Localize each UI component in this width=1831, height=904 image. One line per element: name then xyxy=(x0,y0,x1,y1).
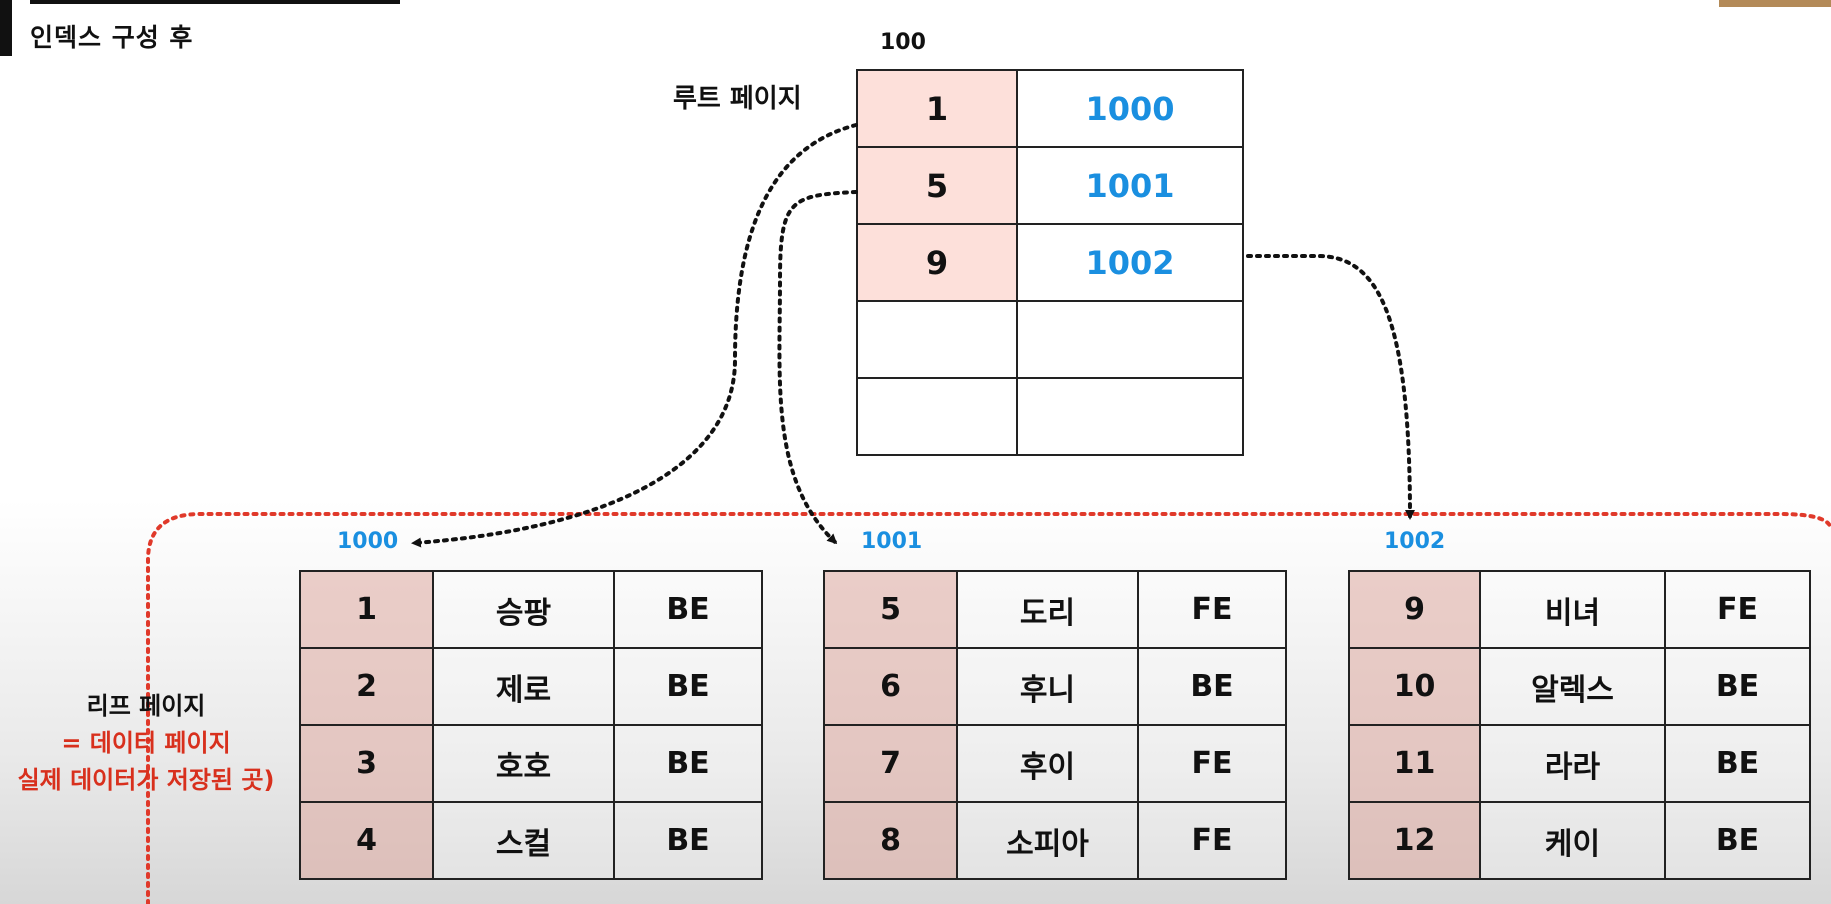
leaf-team-cell: BE xyxy=(1664,801,1811,880)
leaf-name-cell: 비녀 xyxy=(1479,570,1666,649)
leaf-name-cell: 케이 xyxy=(1479,801,1666,880)
leaf-team-cell: FE xyxy=(1137,570,1287,649)
root-row xyxy=(856,300,1244,379)
pointer-arrow-1001 xyxy=(777,190,858,545)
root-pointer-cell xyxy=(1016,377,1244,456)
leaf-key-cell: 9 xyxy=(1348,570,1481,649)
leaf-name-cell: 도리 xyxy=(956,570,1139,649)
leaf-name-cell: 호호 xyxy=(432,724,615,803)
root-key-cell xyxy=(856,377,1018,456)
leaf-name-cell: 알렉스 xyxy=(1479,647,1666,726)
leaf-region-boundary xyxy=(146,512,1831,904)
leaf-team-cell: BE xyxy=(613,801,763,880)
root-row: 5 1001 xyxy=(856,146,1244,225)
leaf-caption-description: 실제 데이터가 저장된 곳) xyxy=(17,766,275,794)
leaf-page-number-1000: 1000 xyxy=(337,529,399,554)
leaf-page-table-1000: 1 승팡 BE 2 제로 BE 3 호호 BE 4 스컬 BE xyxy=(299,570,763,880)
leaf-key-cell: 6 xyxy=(823,647,958,726)
corner-thumbnail xyxy=(1719,0,1831,7)
leaf-name-cell: 스컬 xyxy=(432,801,615,880)
table-row: 2 제로 BE xyxy=(299,647,763,726)
root-row: 1 1000 xyxy=(856,69,1244,148)
leaf-name-cell: 후니 xyxy=(956,647,1139,726)
table-row: 7 후이 FE xyxy=(823,724,1287,803)
leaf-key-cell: 5 xyxy=(823,570,958,649)
leaf-key-cell: 2 xyxy=(299,647,434,726)
leaf-key-cell: 4 xyxy=(299,801,434,880)
root-key-cell: 5 xyxy=(856,146,1018,225)
leaf-team-cell: BE xyxy=(1664,647,1811,726)
leaf-team-cell: FE xyxy=(1137,724,1287,803)
root-page-label: 루트 페이지 xyxy=(673,84,802,114)
root-pointer-cell: 1002 xyxy=(1016,223,1244,302)
leaf-team-cell: BE xyxy=(1137,647,1287,726)
leaf-team-cell: BE xyxy=(613,724,763,803)
title-remnant xyxy=(30,0,400,4)
leaf-caption-equals: = 데이터 페이지 xyxy=(61,729,231,757)
leaf-caption-title: 리프 페이지 xyxy=(86,692,206,720)
leaf-key-cell: 10 xyxy=(1348,647,1481,726)
table-row: 3 호호 BE xyxy=(299,724,763,803)
table-row: 8 소피아 FE xyxy=(823,801,1287,880)
leaf-page-table-1001: 5 도리 FE 6 후니 BE 7 후이 FE 8 소피아 FE xyxy=(823,570,1287,880)
table-row: 6 후니 BE xyxy=(823,647,1287,726)
table-row: 5 도리 FE xyxy=(823,570,1287,649)
leaf-key-cell: 11 xyxy=(1348,724,1481,803)
leaf-key-cell: 1 xyxy=(299,570,434,649)
leaf-name-cell: 후이 xyxy=(956,724,1139,803)
leaf-team-cell: BE xyxy=(613,647,763,726)
root-key-cell: 1 xyxy=(856,69,1018,148)
root-key-cell: 9 xyxy=(856,223,1018,302)
root-pointer-cell: 1001 xyxy=(1016,146,1244,225)
leaf-team-cell: FE xyxy=(1137,801,1287,880)
root-row: 9 1002 xyxy=(856,223,1244,302)
leaf-page-number-1002: 1002 xyxy=(1384,529,1446,554)
leaf-page-table-1002: 9 비녀 FE 10 알렉스 BE 11 라라 BE 12 케이 BE xyxy=(1348,570,1811,880)
leaf-key-cell: 8 xyxy=(823,801,958,880)
root-key-cell xyxy=(856,300,1018,379)
table-row: 11 라라 BE xyxy=(1348,724,1811,803)
pointer-arrow-1002 xyxy=(1246,254,1415,520)
table-row: 4 스컬 BE xyxy=(299,801,763,880)
leaf-team-cell: BE xyxy=(1664,724,1811,803)
leaf-key-cell: 3 xyxy=(299,724,434,803)
leaf-name-cell: 제로 xyxy=(432,647,615,726)
pointer-arrow-1000 xyxy=(411,123,858,548)
title-accent-bar xyxy=(0,0,12,56)
table-row: 1 승팡 BE xyxy=(299,570,763,649)
table-row: 9 비녀 FE xyxy=(1348,570,1811,649)
leaf-page-caption: 리프 페이지 = 데이터 페이지 실제 데이터가 저장된 곳) xyxy=(0,688,292,799)
leaf-name-cell: 라라 xyxy=(1479,724,1666,803)
leaf-page-number-1001: 1001 xyxy=(861,529,923,554)
table-row: 10 알렉스 BE xyxy=(1348,647,1811,726)
leaf-key-cell: 12 xyxy=(1348,801,1481,880)
leaf-team-cell: BE xyxy=(613,570,763,649)
leaf-name-cell: 소피아 xyxy=(956,801,1139,880)
root-page-number: 100 xyxy=(880,30,926,55)
table-row: 12 케이 BE xyxy=(1348,801,1811,880)
root-row xyxy=(856,377,1244,456)
root-pointer-cell: 1000 xyxy=(1016,69,1244,148)
leaf-team-cell: FE xyxy=(1664,570,1811,649)
leaf-key-cell: 7 xyxy=(823,724,958,803)
root-pointer-cell xyxy=(1016,300,1244,379)
leaf-name-cell: 승팡 xyxy=(432,570,615,649)
slide-subtitle: 인덱스 구성 후 xyxy=(30,23,194,52)
root-page-table: 1 1000 5 1001 9 1002 xyxy=(856,69,1244,456)
